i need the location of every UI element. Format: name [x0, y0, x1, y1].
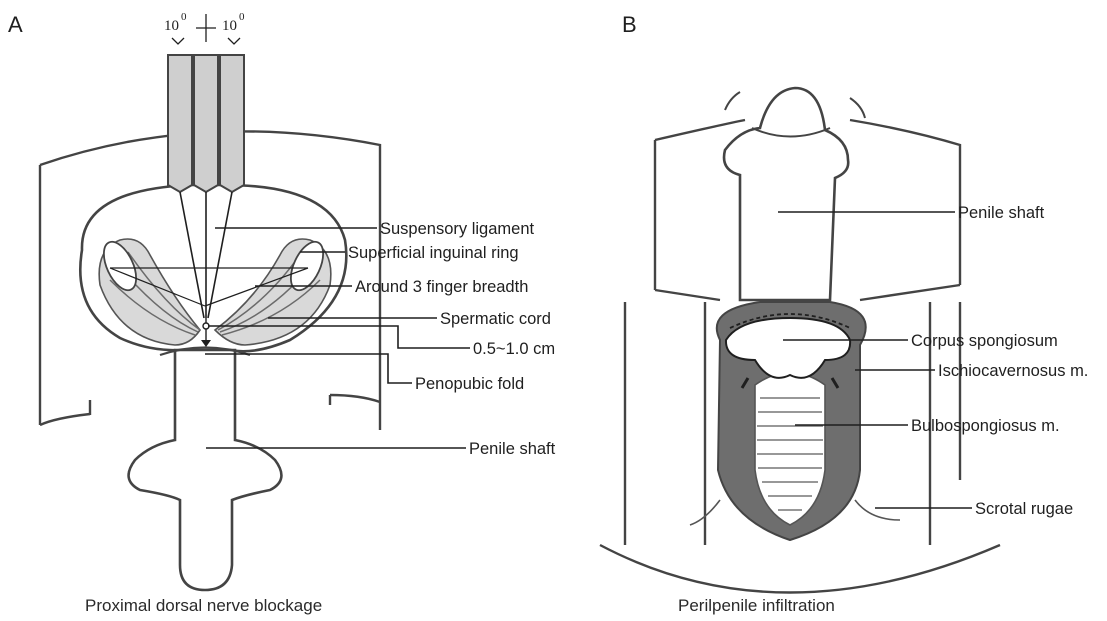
- panel-a: A: [8, 11, 556, 615]
- angle-right: 10: [222, 18, 237, 34]
- label-bulbospongiosus: Bulbospongiosus m.: [911, 417, 1060, 435]
- label-spermatic-cord: Spermatic cord: [440, 310, 551, 328]
- angle-left: 10: [164, 18, 179, 34]
- label-superficial-inguinal-ring: Superficial inguinal ring: [348, 244, 519, 262]
- label-penile-shaft-b: Penile shaft: [958, 204, 1045, 222]
- label-corpus-spongiosum: Corpus spongiosum: [911, 332, 1058, 350]
- panel-b: B: [600, 12, 1088, 615]
- label-distance: 0.5~1.0 cm: [473, 340, 555, 358]
- panel-a-letter: A: [8, 12, 23, 37]
- label-suspensory-ligament: Suspensory ligament: [380, 220, 534, 238]
- caption-a: Proximal dorsal nerve blockage: [85, 596, 322, 615]
- bulbospongiosus-muscle: [755, 373, 825, 526]
- angle-left-unit: 0: [181, 11, 187, 23]
- label-scrotal-rugae: Scrotal rugae: [975, 500, 1073, 518]
- angle-right-unit: 0: [239, 11, 245, 23]
- label-finger-breadth: Around 3 finger breadth: [355, 278, 528, 296]
- label-penile-shaft-a: Penile shaft: [469, 440, 556, 458]
- caption-b: Perilpenile infiltration: [678, 596, 835, 615]
- label-ischiocavernosus: Ischiocavernosus m.: [938, 362, 1088, 380]
- penile-shaft-a: [129, 350, 282, 590]
- panel-b-letter: B: [622, 12, 637, 37]
- label-penopubic-fold: Penopubic fold: [415, 375, 524, 393]
